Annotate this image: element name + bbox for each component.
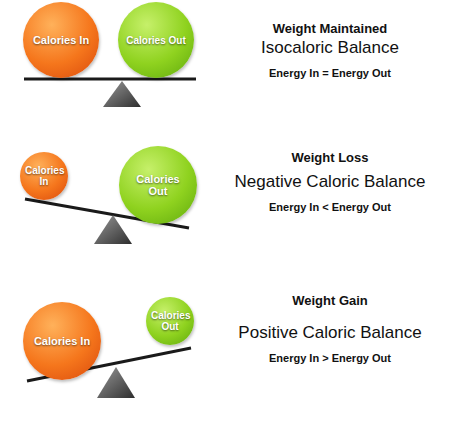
calories-out-circle: Calories Out <box>119 146 197 224</box>
equation-label: Energy In = Energy Out <box>269 67 391 79</box>
circle-label: Calories In <box>34 335 90 347</box>
circle-label: Calories Out <box>126 35 185 46</box>
outcome-label: Weight Loss <box>291 150 368 165</box>
calories-out-circle: Calories Out <box>118 2 194 78</box>
calories-in-circle: Calories In <box>23 2 99 78</box>
outcome-label: Weight Gain <box>292 293 368 308</box>
outcome-label: Weight Maintained <box>273 21 388 36</box>
calories-in-circle: Calories In <box>20 152 68 200</box>
seesaw-fulcrum <box>103 81 141 107</box>
calories-in-circle: Calories In <box>23 302 101 380</box>
balance-heading: Isocaloric Balance <box>261 38 399 58</box>
calories-out-circle: Calories Out <box>146 297 194 345</box>
circle-label: Calories Out <box>151 310 189 332</box>
seesaw-fulcrum <box>97 367 135 398</box>
circle-label: Calories In <box>33 34 89 46</box>
balance-heading: Positive Caloric Balance <box>238 323 421 343</box>
equation-label: Energy In > Energy Out <box>269 352 391 364</box>
seesaw-fulcrum <box>94 215 132 244</box>
circle-label: Calories In <box>25 165 63 187</box>
seesaw-beam <box>24 78 196 81</box>
equation-label: Energy In < Energy Out <box>269 201 391 213</box>
circle-label: Calories Out <box>127 173 189 197</box>
balance-heading: Negative Caloric Balance <box>235 172 426 192</box>
